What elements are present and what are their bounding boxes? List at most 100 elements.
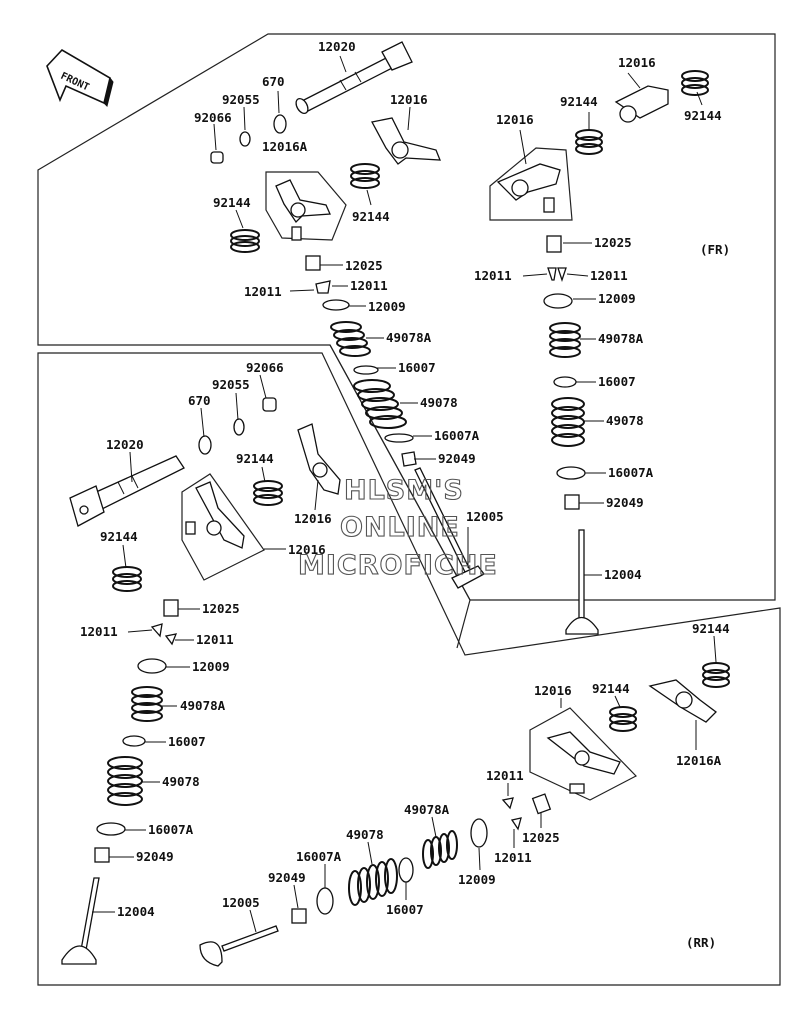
fr-right-spring-inner-part	[549, 322, 581, 358]
callout-rr-lifter: 12025	[202, 601, 240, 616]
fr-seat-lower-part	[384, 433, 414, 443]
rr-rocker-arm-box	[181, 473, 265, 581]
callout-rr-spring-top: 92144	[236, 451, 274, 466]
rr2-spring-b-part	[609, 706, 637, 732]
callout-fr-spring-left: 92144	[213, 195, 251, 210]
rr2-rocker-arm-part	[546, 731, 621, 794]
fr-right-seat-upper-part	[553, 376, 577, 388]
rr2-seat-lower-part	[316, 887, 334, 915]
fr-stem-seal-part	[401, 451, 417, 467]
callout-fr-valve-spring-outer: 49078	[420, 395, 458, 410]
callout-fr-rocker-arm-a: 12016A	[262, 139, 308, 154]
callout-fr-plug: 92066	[194, 110, 232, 125]
callout-rr-spring-inner: 49078A	[180, 698, 226, 713]
rr-rocker-arm-box-part	[185, 481, 245, 549]
callout-rr-cotter-right: 12011	[196, 632, 234, 647]
callout-fr-camshaft: 12020	[318, 39, 356, 54]
region-label-rr: (RR)	[686, 935, 716, 950]
watermark-line-3: MICROFICHE	[298, 550, 498, 581]
fr-right-seat-lower-part	[556, 466, 586, 480]
callout-rr2-rocker-arm-a: 12016A	[676, 753, 722, 768]
callout-rr-stem-seal: 92049	[136, 849, 174, 864]
callout-fr-cotter-left: 12011	[244, 284, 282, 299]
rr-oring-small-part	[233, 418, 245, 436]
callout-rr-cotter-left: 12011	[80, 624, 118, 639]
fr-right-spring-b-part	[681, 70, 709, 96]
fr-cotter-part	[315, 280, 331, 294]
rr-seat-lower-part	[96, 822, 126, 836]
callout-fr-exhaust-valve: 12005	[466, 509, 504, 524]
fr-right-rocker-box	[489, 147, 573, 221]
watermark-line-1: HLSM'S	[344, 475, 464, 506]
callout-fr-right-spring-b: 92144	[684, 108, 722, 123]
rr-stem-seal-part	[94, 847, 110, 863]
rear-cylinder-frame-inner	[329, 344, 471, 649]
callout-fr-seat-lower: 16007A	[434, 428, 480, 443]
callout-rr-intake-valve: 12004	[117, 904, 155, 919]
callout-fr-right-cotter-left: 12011	[474, 268, 512, 283]
rr-intake-valve-part	[61, 877, 100, 965]
callout-fr-stem-seal: 92049	[438, 451, 476, 466]
callout-fr-seat-upper: 16007	[398, 360, 436, 375]
watermark: HLSM'S ONLINE MICROFICHE	[297, 474, 498, 581]
rr-lifter-part	[163, 599, 179, 617]
rr-spring-left-part	[112, 566, 142, 592]
fr-right-stem-seal-part	[564, 494, 580, 510]
fr-lifter-part	[305, 255, 321, 271]
callout-rr2-spring-inner: 49078A	[404, 802, 450, 817]
front-arrow-icon: FRONT	[46, 48, 114, 107]
rr2-lifter-part	[531, 793, 552, 815]
rr2-seat-upper-part	[398, 857, 414, 883]
callout-rr2-stem-seal: 92049	[268, 870, 306, 885]
fr-right-retainer-part	[543, 293, 573, 309]
callout-fr-oring: 670	[262, 74, 285, 89]
fr-rocker-arm-part	[371, 117, 441, 165]
rr-cotter-part	[150, 623, 178, 646]
callout-fr-lifter: 12025	[345, 258, 383, 273]
callout-fr-right-spring-a: 92144	[560, 94, 598, 109]
fr-right-rocker-arm-top-part	[614, 85, 669, 123]
callout-fr-retainer: 12009	[368, 299, 406, 314]
callout-rr2-spring-b: 92144	[592, 681, 630, 696]
callout-fr-right-seat-lower: 16007A	[608, 465, 654, 480]
rr2-rocker-arm-box	[529, 707, 637, 801]
callout-fr-right-rocker-arm-top: 12016	[618, 55, 656, 70]
rr-spring-top-part	[253, 480, 283, 506]
rr-spring-outer-part	[107, 756, 143, 806]
callout-fr-valve-spring-inner: 49078A	[386, 330, 432, 345]
fr-right-rocker-arm-part	[496, 163, 561, 213]
fr-valve-spring-inner-part	[330, 321, 371, 357]
rr2-spring-outer-part	[348, 858, 398, 906]
callout-rr2-exhaust-valve: 12005	[222, 895, 260, 910]
callout-fr-oring-small: 92055	[222, 92, 260, 107]
callout-fr-right-cotter-right: 12011	[590, 268, 628, 283]
fr-right-spring-a-part	[575, 129, 603, 155]
callout-rr-retainer: 12009	[192, 659, 230, 674]
fr-exhaust-valve-part	[414, 467, 485, 589]
rr2-spring-a-part	[702, 662, 730, 688]
fr-rocker-arm-a-box	[265, 171, 347, 241]
callout-fr-right-intake-valve: 12004	[604, 567, 642, 582]
fr-seat-upper-part	[353, 365, 379, 375]
callout-rr-seat-upper: 16007	[168, 734, 206, 749]
callout-rr2-rocker-arm: 12016	[534, 683, 572, 698]
callout-fr-right-stem-seal: 92049	[606, 495, 644, 510]
callout-fr-spring-mid: 92144	[352, 209, 390, 224]
callout-fr-right-retainer: 12009	[598, 291, 636, 306]
leader-lines	[92, 55, 717, 933]
rr2-exhaust-valve-part	[199, 925, 279, 967]
callout-fr-right-spring-inner: 49078A	[598, 331, 644, 346]
rr2-retainer-part	[470, 818, 488, 848]
callout-rr-spring-outer: 49078	[162, 774, 200, 789]
fr-spring-left-part	[230, 229, 260, 253]
callout-fr-right-seat-upper: 16007	[598, 374, 636, 389]
fr-valve-spring-outer-part	[353, 379, 407, 429]
watermark-line-2: ONLINE	[340, 512, 460, 543]
callout-rr-seat-lower: 16007A	[148, 822, 194, 837]
callout-rr2-spring-a: 92144	[692, 621, 730, 636]
callout-fr-right-lifter: 12025	[594, 235, 632, 250]
callout-rr-plug: 92066	[246, 360, 284, 375]
rr-oring-part	[198, 435, 212, 455]
callout-rr-oring-small: 92055	[212, 377, 250, 392]
fr-right-lifter-part	[546, 235, 562, 253]
